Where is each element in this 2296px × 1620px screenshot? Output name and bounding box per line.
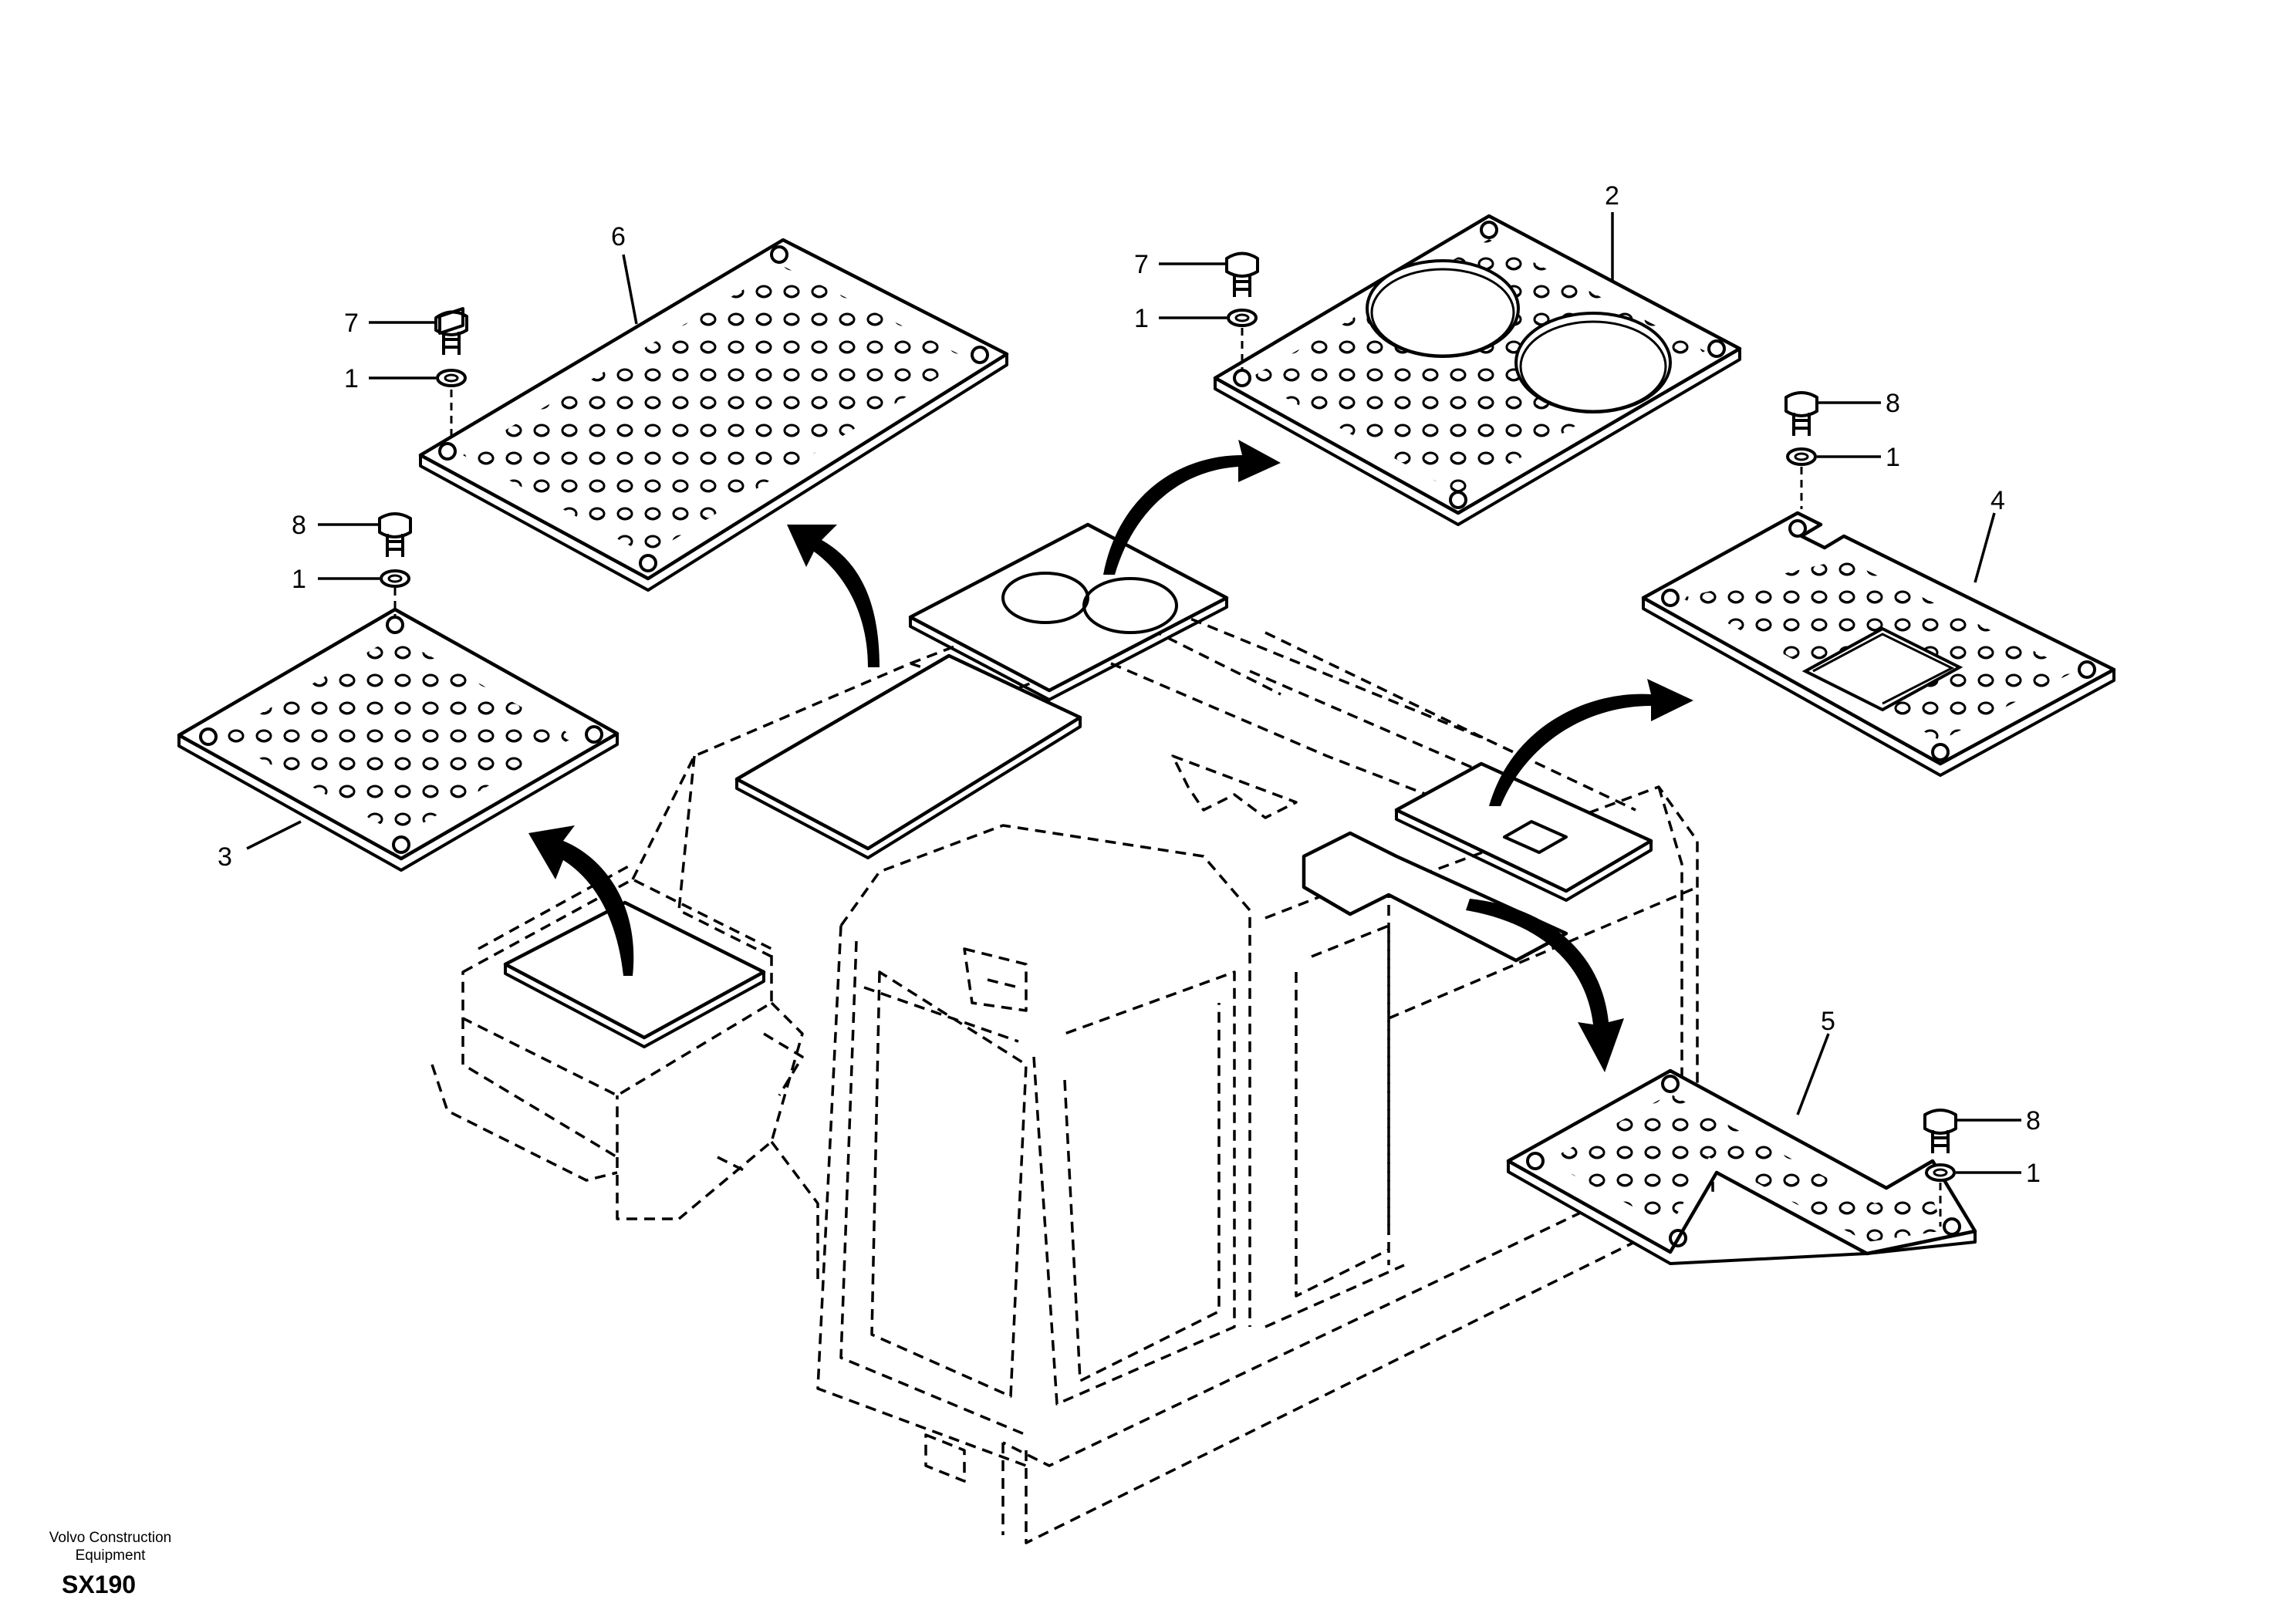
callout-bolt-e: 8: [2026, 1106, 2041, 1136]
installed-plates: [503, 522, 1653, 1048]
fastener-set-a: [434, 307, 468, 436]
callout-plate-4: 4: [1990, 486, 2005, 515]
callout-washer-e: 1: [2026, 1159, 2041, 1188]
callout-washer-b: 1: [1134, 304, 1149, 333]
arrow-to-plate-4: [1489, 679, 1693, 806]
company-name-line-2: Equipment: [75, 1547, 146, 1564]
callout-washer-a: 1: [344, 364, 359, 393]
callout-plate-2: 2: [1605, 181, 1619, 211]
callout-bolt-d: 8: [1886, 389, 1900, 418]
arrow-to-plate-6: [787, 525, 880, 667]
callout-bolt-b: 7: [1134, 250, 1149, 279]
callout-plate-3: 3: [218, 842, 232, 872]
fastener-set-c: [378, 512, 412, 617]
fastener-set-b: [1225, 251, 1259, 370]
plate-5: [1506, 1068, 1977, 1265]
plate-3: [177, 607, 620, 872]
model-code: SX190: [62, 1571, 137, 1598]
callout-plate-5: 5: [1821, 1007, 1835, 1036]
company-name-line-1: Volvo Construction: [49, 1530, 172, 1546]
leader-lines: [246, 212, 2021, 1174]
fastener-set-d: [1784, 391, 1818, 509]
arrow-to-plate-2: [1103, 440, 1281, 575]
callout-bolt-a: 7: [344, 309, 359, 338]
arrow-to-plate-3: [528, 825, 634, 976]
plate-2: [1213, 214, 1742, 526]
callout-plate-6: 6: [611, 222, 626, 251]
plate-4: [1641, 511, 2116, 777]
callout-labels: 6 2 3 4 5 7 1 7 1 8 1 8 1 8 1: [218, 181, 2041, 1188]
fastener-set-e: [1923, 1109, 1957, 1227]
arrow-to-plate-5: [1466, 899, 1624, 1072]
company-name: Volvo Construction Equipment: [22, 1529, 199, 1564]
plate-6: [418, 238, 1009, 592]
removal-arrows: [528, 440, 1693, 1072]
callout-washer-c: 1: [292, 565, 306, 594]
callout-washer-d: 1: [1886, 443, 1900, 472]
callout-bolt-c: 8: [292, 511, 306, 540]
